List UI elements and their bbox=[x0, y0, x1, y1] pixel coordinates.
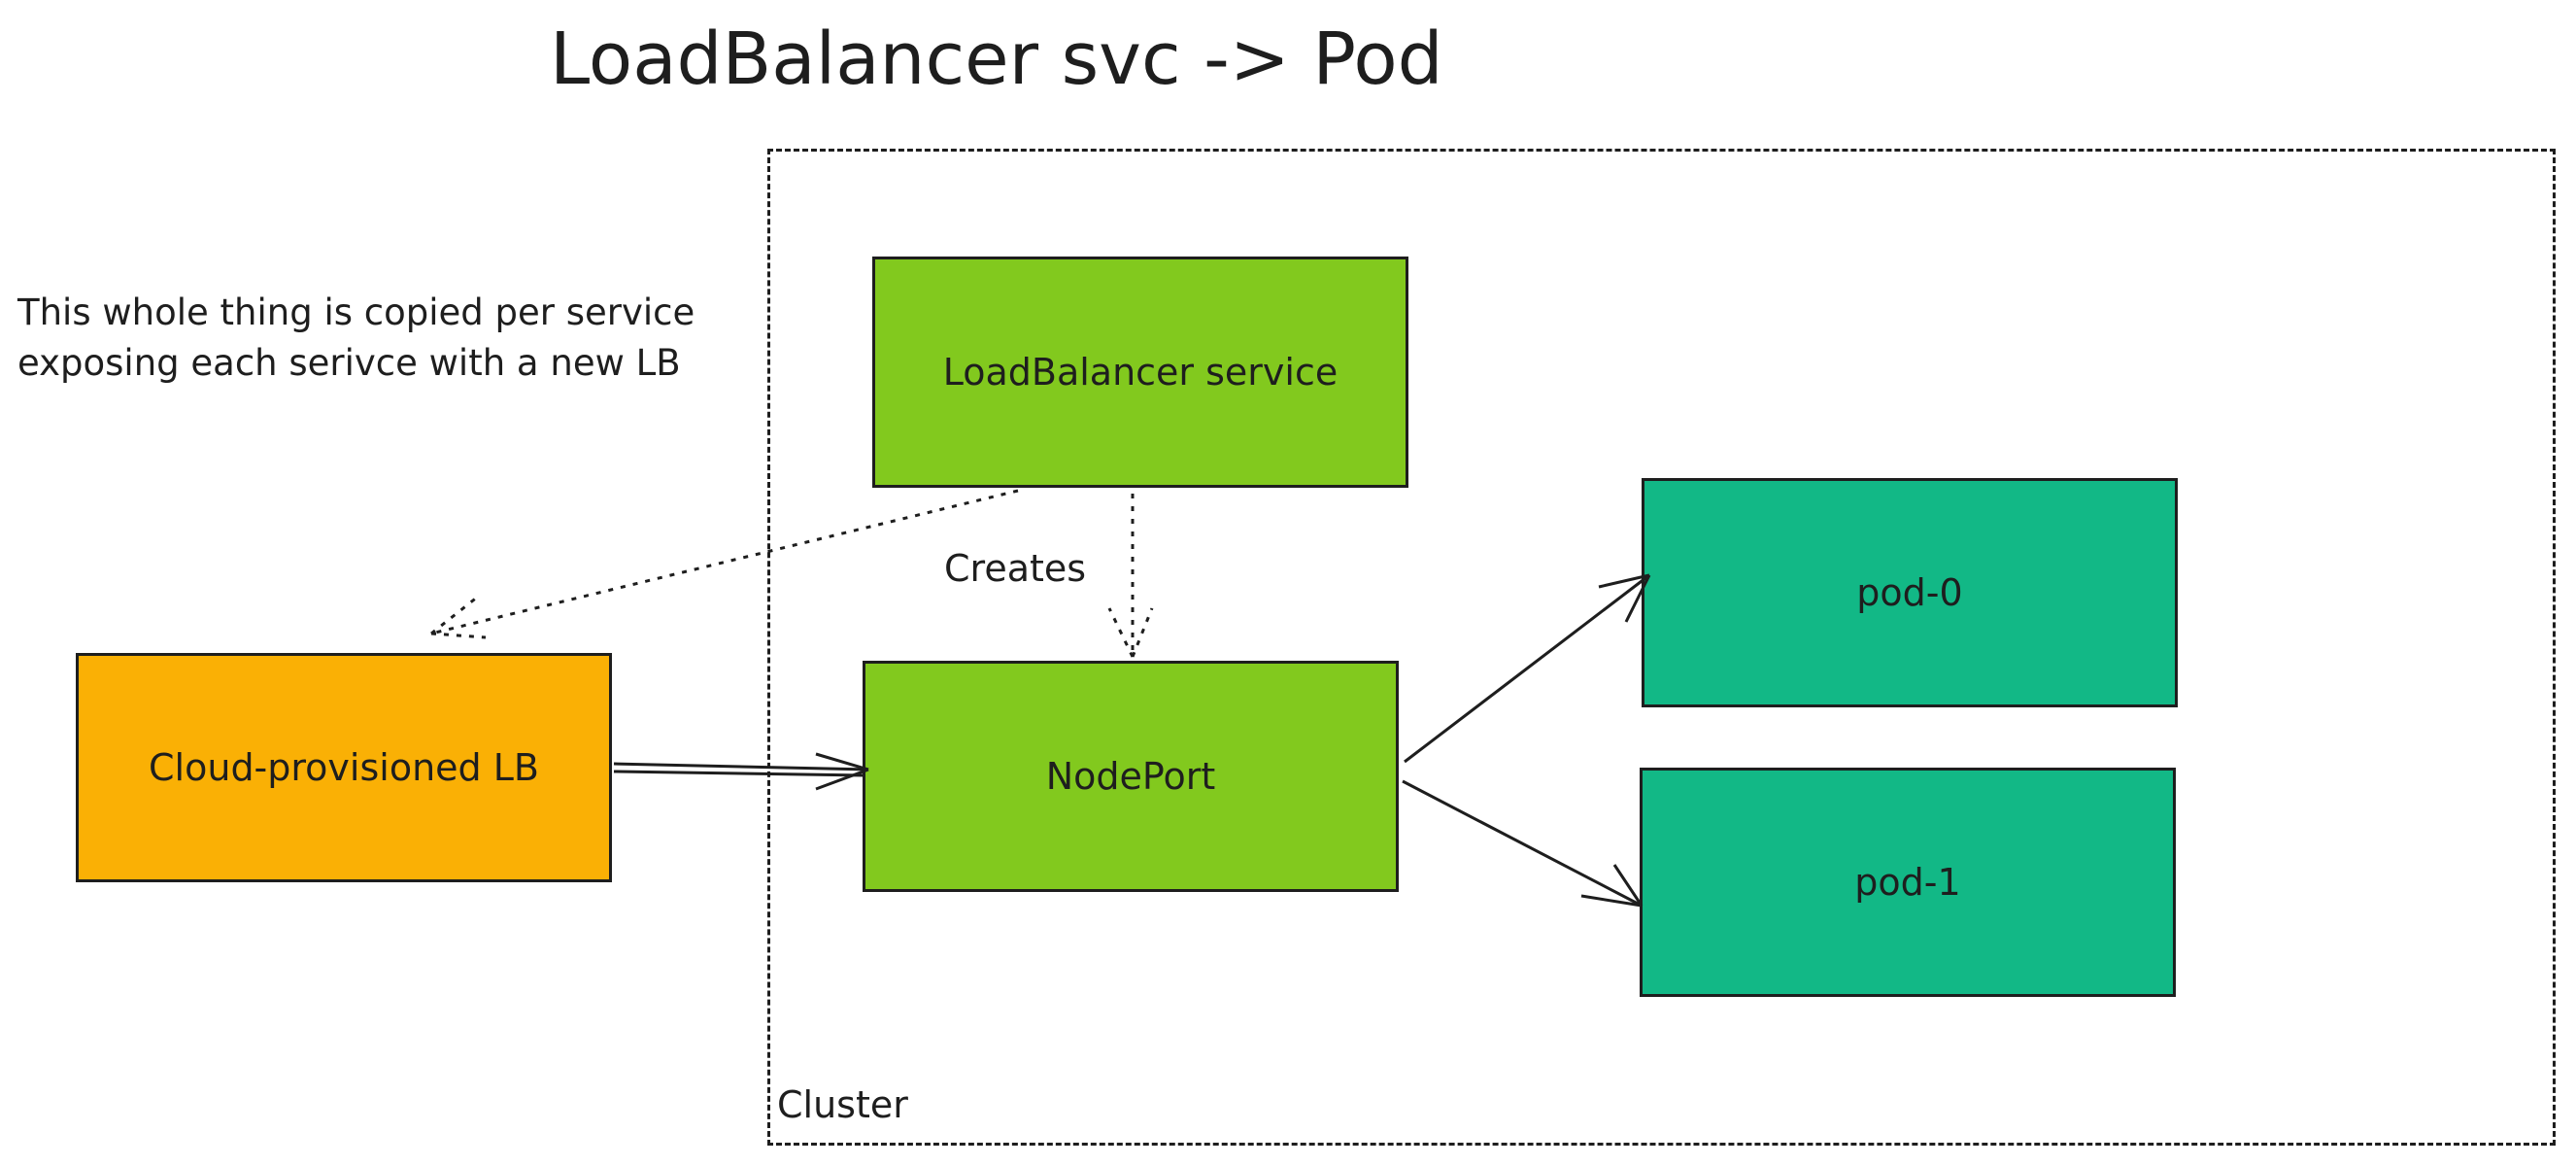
diagram-title: LoadBalancer svc -> Pod bbox=[550, 17, 1443, 101]
annotation-line-1: This whole thing is copied per service bbox=[17, 292, 695, 333]
annotation-note: This whole thing is copied per service e… bbox=[17, 288, 695, 389]
pod-1-node[interactable]: pod-1 bbox=[1640, 768, 2176, 997]
cloud-lb-node[interactable]: Cloud-provisioned LB bbox=[76, 653, 612, 882]
cluster-label: Cluster bbox=[777, 1083, 908, 1126]
annotation-line-2: exposing each serivce with a new LB bbox=[17, 342, 681, 384]
creates-edge-label: Creates bbox=[944, 547, 1087, 590]
loadbalancer-service-node[interactable]: LoadBalancer service bbox=[872, 257, 1408, 488]
cluster-boundary bbox=[767, 149, 2556, 1146]
pod-0-node[interactable]: pod-0 bbox=[1642, 478, 2178, 707]
nodeport-node[interactable]: NodePort bbox=[863, 661, 1399, 892]
